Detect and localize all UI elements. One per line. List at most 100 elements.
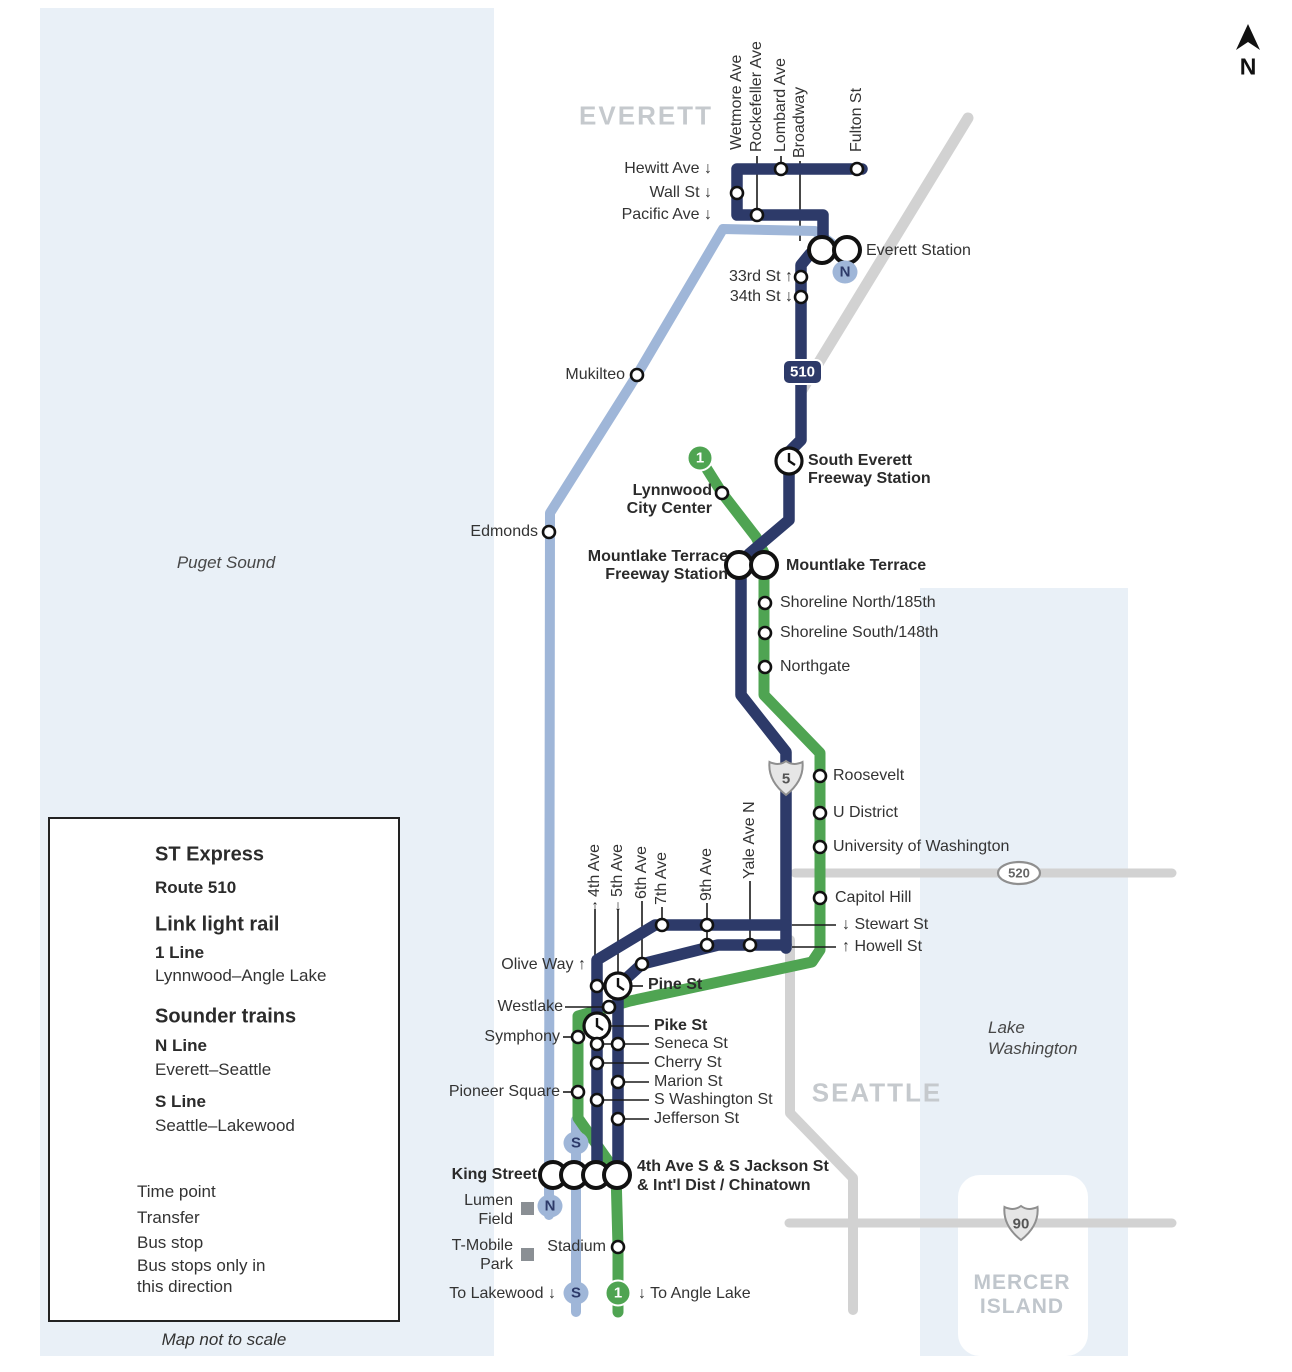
label-to-angle-lake: ↓ To Angle Lake — [638, 1285, 751, 1302]
station-label-wall: Wall St ↓ — [649, 184, 712, 201]
stop-34th — [793, 289, 809, 305]
station-label-cherry: Cherry St — [654, 1054, 722, 1071]
n-line-badge-king: N — [537, 1194, 563, 1218]
street-label-fulton: Fulton St — [848, 87, 865, 152]
stop-shoreline-north — [757, 595, 773, 611]
stop-seneca-4th — [589, 1036, 605, 1052]
street-label-6th: 6th Ave — [633, 845, 650, 899]
legend-label-n-line-sub: Everett–Seattle — [155, 1060, 272, 1079]
stop-jefferson — [610, 1111, 626, 1127]
legend-label-link: Link light rail — [155, 913, 280, 936]
city-label-everett: EVERETT — [579, 100, 713, 131]
station-label-mt-freeway-1: Mountlake Terrace — [587, 548, 728, 565]
svg-text:S: S — [571, 1135, 581, 1152]
stop-shoreline-south — [757, 625, 773, 641]
water-label-lake-2: Washington — [988, 1039, 1078, 1058]
arrow-up-4th: ↑ — [591, 897, 599, 915]
svg-text:5: 5 — [782, 771, 790, 788]
legend-label-route-510: Route 510 — [155, 878, 237, 897]
station-label-king-street: King Street — [451, 1166, 537, 1183]
station-label-hewitt: Hewitt Ave ↓ — [624, 160, 712, 177]
street-label-broadway: Broadway — [791, 86, 808, 158]
station-label-seneca: Seneca St — [654, 1035, 728, 1052]
stop-westlake — [601, 999, 617, 1015]
lumen-field-marker — [521, 1202, 534, 1215]
stop-edmonds — [541, 524, 557, 540]
transfer-mountlake-2 — [749, 550, 779, 580]
legend-label-s-line: S Line — [155, 1092, 207, 1111]
legend-box — [48, 817, 400, 1322]
stop-stadium — [610, 1239, 626, 1255]
stop-stewart-9th — [699, 917, 715, 933]
svg-text:S: S — [571, 1285, 581, 1302]
legend-label-bus-dir-2: this direction — [137, 1277, 233, 1296]
city-label-mercer-1: MERCER — [973, 1271, 1071, 1294]
stop-33rd — [793, 269, 809, 285]
stop-cherry — [589, 1055, 605, 1071]
station-label-symphony: Symphony — [484, 1028, 560, 1045]
station-label-lumen-2: Field — [478, 1211, 513, 1228]
highway-i5-south — [785, 935, 858, 1315]
street-label-wetmore: Wetmore Ave — [728, 54, 745, 150]
city-label-seattle: SEATTLE — [811, 1077, 943, 1108]
tmobile-park-marker — [521, 1248, 534, 1261]
station-label-roosevelt: Roosevelt — [833, 767, 905, 784]
timepoint-south-everett — [774, 446, 804, 476]
highways — [784, 112, 1177, 1315]
station-label-jefferson: Jefferson St — [654, 1110, 740, 1127]
stop-howell-9th — [699, 937, 715, 953]
station-label-34th: 34th St ↓ — [729, 288, 793, 305]
station-label-olive: Olive Way ↑ — [501, 956, 586, 973]
svg-text:90: 90 — [1013, 1216, 1030, 1233]
station-label-pioneer-square: Pioneer Square — [448, 1083, 560, 1100]
station-label-u-district: U District — [833, 804, 898, 821]
stop-marion — [610, 1074, 626, 1090]
stop-pacific — [749, 207, 765, 223]
stop-roosevelt — [812, 768, 828, 784]
transfer-everett-2 — [832, 235, 862, 265]
water-label-lake-1: Lake — [988, 1018, 1025, 1037]
street-label-5th: 5th Ave — [609, 843, 626, 897]
station-label-lumen-1: Lumen — [464, 1192, 513, 1209]
city-label-mercer-2: ISLAND — [979, 1295, 1065, 1318]
legend-label-s-line-sub: Seattle–Lakewood — [155, 1116, 295, 1135]
station-label-uw: University of Washington — [833, 838, 1010, 855]
legend-label-transfer: Transfer — [137, 1208, 200, 1227]
station-label-pine: Pine St — [648, 976, 703, 993]
one-line-badge-lynnwood: 1 — [686, 444, 714, 472]
stop-capitol-hill — [812, 890, 828, 906]
legend-label-one-line: 1 Line — [155, 943, 205, 962]
stop-lynnwood — [714, 485, 730, 501]
stop-northgate — [757, 659, 773, 675]
highway-i5-north — [796, 112, 974, 396]
station-label-pike: Pike St — [654, 1017, 708, 1034]
svg-text:520: 520 — [1008, 866, 1030, 881]
water-label-puget-sound: Puget Sound — [176, 553, 276, 572]
station-label-westlake: Westlake — [497, 998, 563, 1015]
stop-hewitt-lombard — [773, 161, 789, 177]
stop-stewart-7th — [654, 917, 670, 933]
label-connectors — [563, 924, 836, 1120]
svg-text:1: 1 — [696, 450, 704, 467]
station-label-mukilteo: Mukilteo — [565, 366, 625, 383]
svg-text:510: 510 — [790, 364, 815, 381]
stops — [541, 161, 865, 1255]
station-label-lynnwood-1: Lynnwood — [632, 482, 712, 499]
station-label-everett-station: Everett Station — [866, 242, 971, 259]
stop-seneca-5th — [610, 1036, 626, 1052]
compass-n-label: N — [1239, 53, 1257, 80]
station-label-pacific: Pacific Ave ↓ — [621, 206, 712, 223]
station-label-shoreline-n: Shoreline North/185th — [780, 594, 936, 611]
street-label-yale: Yale Ave N — [741, 801, 758, 879]
stop-s-washington — [589, 1092, 605, 1108]
stop-6th-olive — [634, 956, 650, 972]
transfer-king-4 — [602, 1160, 632, 1190]
mercer-island-shape — [958, 1175, 1088, 1356]
legend-label-sounder: Sounder trains — [155, 1005, 297, 1028]
station-label-marion: Marion St — [654, 1073, 723, 1090]
station-label-shoreline-s: Shoreline South/148th — [780, 624, 939, 641]
s-line-badge-lower: S — [563, 1281, 589, 1305]
station-label-stewart: ↓ Stewart St — [842, 916, 929, 933]
